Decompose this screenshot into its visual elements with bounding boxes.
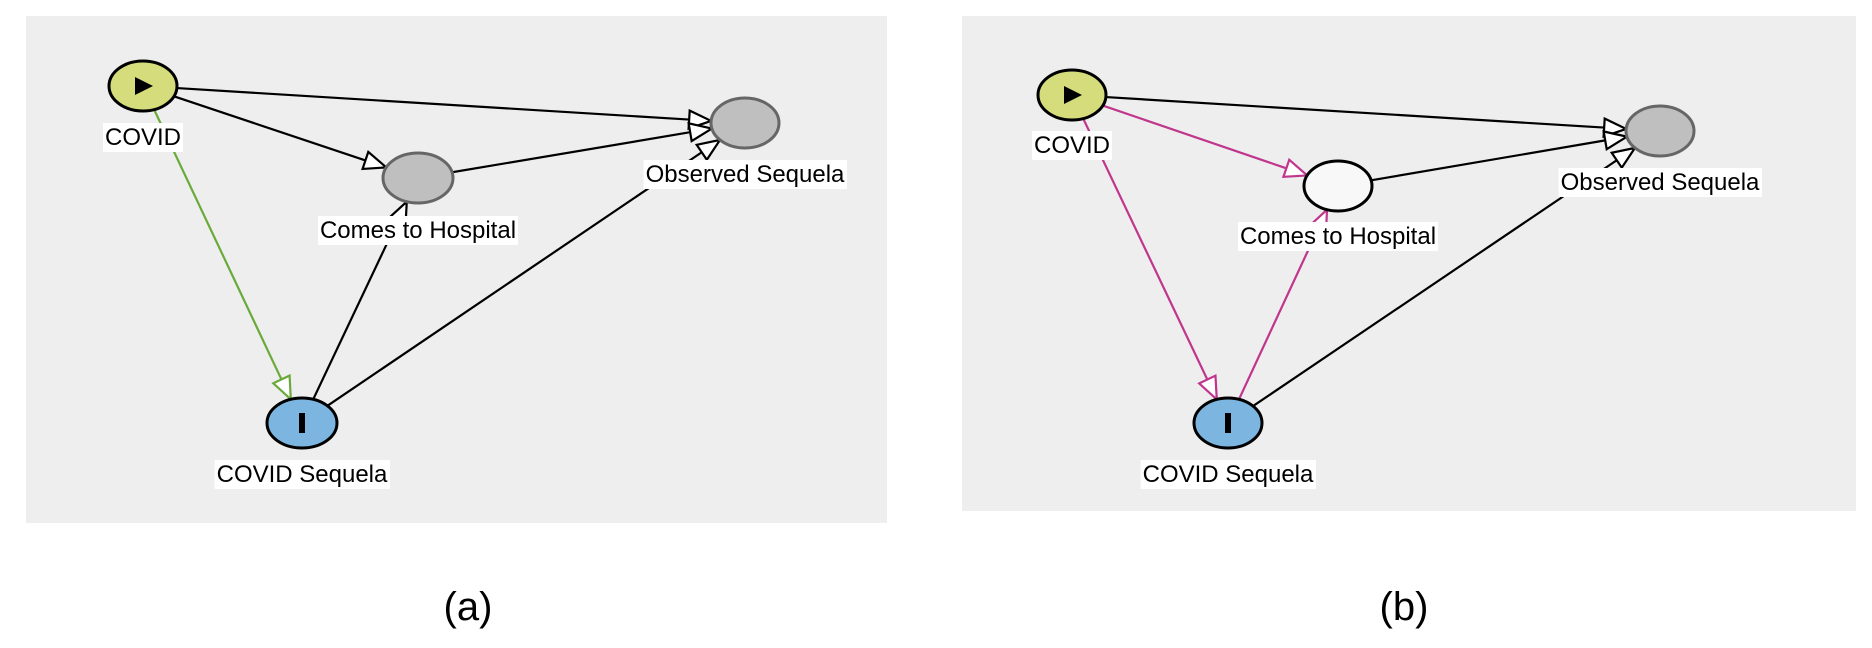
edge-line bbox=[1370, 139, 1606, 182]
node-observed[interactable] bbox=[709, 96, 781, 150]
node-labels: COVID Comes to Hospital Observed SequelaCO… bbox=[102, 123, 848, 489]
node-label-covid: COVID bbox=[1031, 131, 1113, 160]
label-background bbox=[1237, 222, 1439, 251]
edge-line bbox=[153, 109, 283, 380]
edge-line bbox=[1102, 104, 1287, 170]
edges bbox=[1082, 95, 1638, 407]
node-label-text: Observed Sequela bbox=[646, 161, 845, 188]
edge-line bbox=[1105, 95, 1605, 129]
arrowhead-icon bbox=[361, 149, 390, 171]
node-observed[interactable] bbox=[1624, 104, 1696, 158]
nodes bbox=[107, 59, 781, 450]
node-ellipse bbox=[709, 96, 781, 150]
edge-hospital-to-observed[interactable] bbox=[1370, 130, 1630, 182]
label-background bbox=[1140, 460, 1317, 489]
node-labels: COVID Comes to Hospital Observed SequelaCO… bbox=[1031, 131, 1763, 489]
arrowhead-icon bbox=[1602, 130, 1630, 152]
panel-b: COVID Comes to Hospital Observed SequelaCO… bbox=[962, 16, 1856, 511]
node-hospital[interactable] bbox=[1302, 159, 1374, 213]
arrowhead-icon bbox=[1281, 157, 1310, 179]
edge-line bbox=[312, 221, 399, 400]
node-label-sequela: COVID Sequela bbox=[214, 460, 391, 489]
edge-sequela-to-observed[interactable] bbox=[1252, 146, 1638, 407]
panel-a: COVID Comes to Hospital Observed SequelaCO… bbox=[26, 16, 887, 523]
label-background bbox=[1031, 131, 1113, 160]
label-background bbox=[214, 460, 391, 489]
node-label-hospital: Comes to Hospital bbox=[1237, 222, 1439, 251]
panel-caption: (b) bbox=[1380, 585, 1429, 629]
edge-line bbox=[173, 95, 366, 162]
edge-covid-to-hospital[interactable] bbox=[1102, 104, 1310, 179]
panel-caption: (a) bbox=[444, 585, 493, 629]
node-sequela[interactable] bbox=[1192, 396, 1264, 450]
play-icon bbox=[1064, 86, 1082, 104]
outcome-bar-icon bbox=[1225, 413, 1231, 433]
node-ellipse bbox=[1302, 159, 1374, 213]
node-covid[interactable] bbox=[1036, 68, 1108, 122]
panel-background bbox=[962, 16, 1856, 511]
node-label-text: COVID Sequela bbox=[1143, 461, 1314, 488]
nodes bbox=[1036, 68, 1696, 450]
node-sequela[interactable] bbox=[265, 396, 339, 450]
arrowhead-icon bbox=[1197, 373, 1219, 403]
node-label-text: Comes to Hospital bbox=[1240, 223, 1436, 250]
edge-line bbox=[1082, 118, 1209, 381]
label-background bbox=[317, 216, 519, 245]
edge-sequela-to-observed[interactable] bbox=[326, 138, 723, 407]
outcome-bar-icon bbox=[299, 413, 305, 433]
node-ellipse bbox=[381, 151, 455, 205]
node-label-text: Observed Sequela bbox=[1561, 169, 1760, 196]
play-icon bbox=[135, 77, 153, 95]
label-background bbox=[102, 123, 184, 152]
node-label-observed: Observed Sequela bbox=[643, 160, 848, 189]
edge-covid-to-sequela[interactable] bbox=[153, 109, 293, 402]
node-hospital[interactable] bbox=[381, 151, 455, 205]
node-label-text: COVID Sequela bbox=[217, 461, 388, 488]
edge-line bbox=[176, 86, 690, 121]
edge-line bbox=[1237, 229, 1319, 400]
node-label-sequela: COVID Sequela bbox=[1140, 460, 1317, 489]
arrowhead-icon bbox=[1609, 146, 1638, 170]
node-label-hospital: Comes to Hospital bbox=[317, 216, 519, 245]
node-ellipse bbox=[1624, 104, 1696, 158]
node-label-text: Comes to Hospital bbox=[320, 217, 516, 244]
arrowhead-icon bbox=[687, 121, 715, 143]
arrowhead-icon bbox=[271, 373, 293, 402]
edge-line bbox=[451, 131, 691, 174]
label-background bbox=[1558, 168, 1763, 197]
node-label-observed: Observed Sequela bbox=[1558, 168, 1763, 197]
label-background bbox=[643, 160, 848, 189]
edge-line bbox=[1252, 159, 1618, 407]
arrowhead-icon bbox=[694, 138, 723, 162]
node-label-text: COVID bbox=[105, 124, 181, 151]
edge-hospital-to-observed[interactable] bbox=[451, 121, 715, 174]
node-label-text: COVID bbox=[1034, 132, 1110, 159]
edge-covid-to-sequela[interactable] bbox=[1082, 118, 1219, 403]
node-label-covid: COVID bbox=[102, 123, 184, 152]
node-covid[interactable] bbox=[107, 59, 179, 113]
edge-covid-to-hospital[interactable] bbox=[173, 95, 390, 171]
edge-line bbox=[326, 151, 703, 407]
